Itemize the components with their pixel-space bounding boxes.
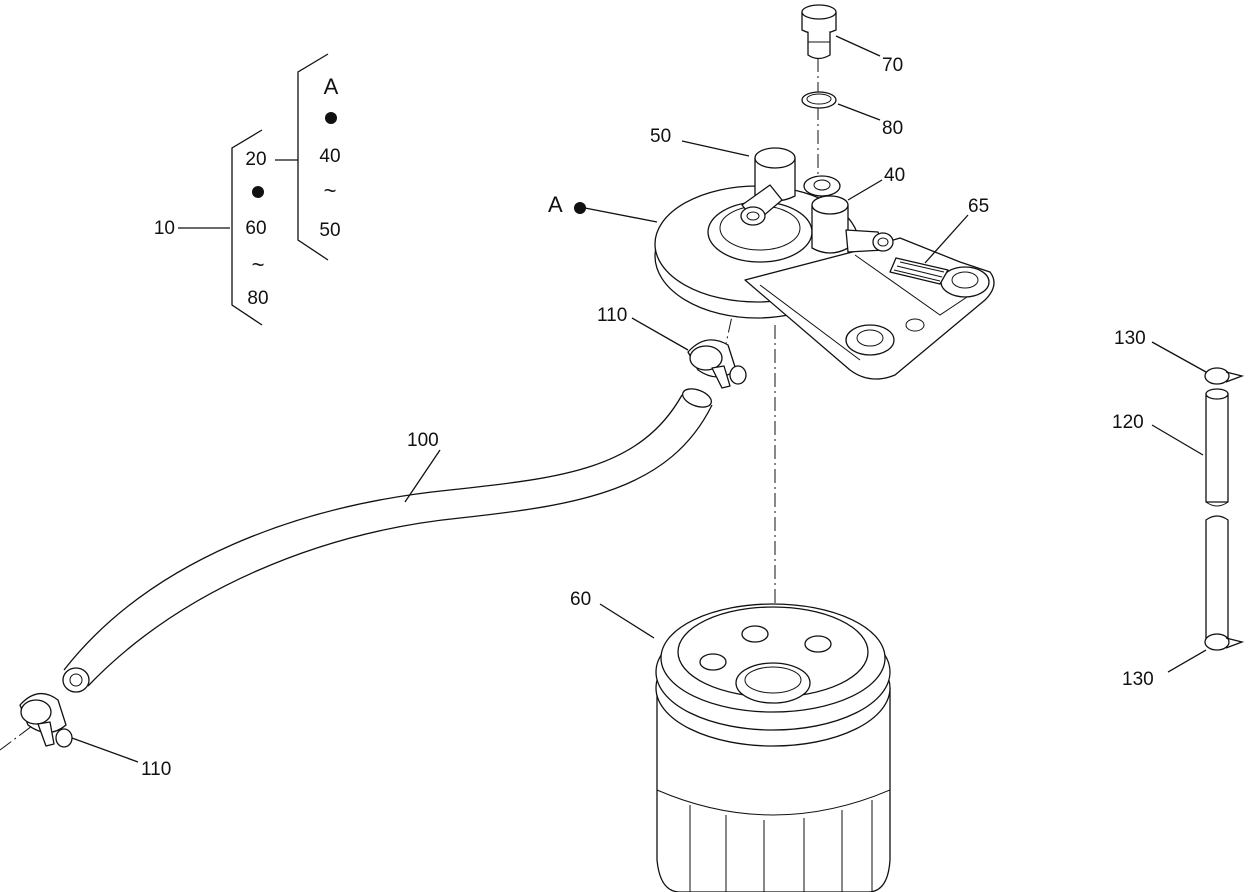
callout-110-bottom: 110 (141, 759, 171, 780)
legend-inner-bottom: 50 (319, 220, 340, 241)
callout-110-top: 110 (597, 305, 627, 326)
legend-outer-bracket (231, 129, 263, 326)
tube-120 (1205, 388, 1229, 641)
clamp-110-top (687, 339, 747, 389)
callout-50: 50 (650, 126, 671, 147)
filter-cartridge-60 (655, 603, 891, 892)
filter-head (654, 147, 995, 380)
callout-100: 100 (407, 430, 439, 451)
legend-inner-bracket (297, 53, 329, 261)
callout-130-bottom: 130 (1122, 669, 1154, 690)
legend-inner-tilde: ~ (324, 178, 337, 203)
clamp-110-bottom (19, 693, 73, 748)
legend-inner-dot (325, 112, 337, 124)
callout-80: 80 (882, 118, 903, 139)
washer-80 (801, 91, 837, 109)
callout-120: 120 (1112, 412, 1144, 433)
legend-outer-dot (252, 186, 264, 198)
clamp-130-top (1204, 367, 1245, 385)
fuel-hose-100 (62, 388, 713, 693)
callout-70: 70 (882, 55, 903, 76)
callout-130-top: 130 (1114, 328, 1146, 349)
callout-65: 65 (968, 196, 989, 217)
callout-60: 60 (570, 589, 591, 610)
legend-outer-bottom: 80 (247, 288, 268, 309)
legend-inner-mid: 40 (319, 146, 340, 167)
callout-40: 40 (884, 165, 905, 186)
legend-inner-top: A (324, 74, 339, 99)
legend-outer-tilde: ~ (252, 252, 265, 277)
callout-a: A (548, 192, 563, 217)
legend-outer-mid: 60 (245, 218, 266, 239)
legend-outer-top: 20 (245, 149, 266, 170)
bolt-70 (801, 4, 837, 60)
legend-ref-label: 10 (154, 218, 175, 239)
clamp-130-bottom (1204, 633, 1245, 651)
legend-group: 10 20 60 ~ 80 A 40 ~ 50 (154, 53, 341, 326)
